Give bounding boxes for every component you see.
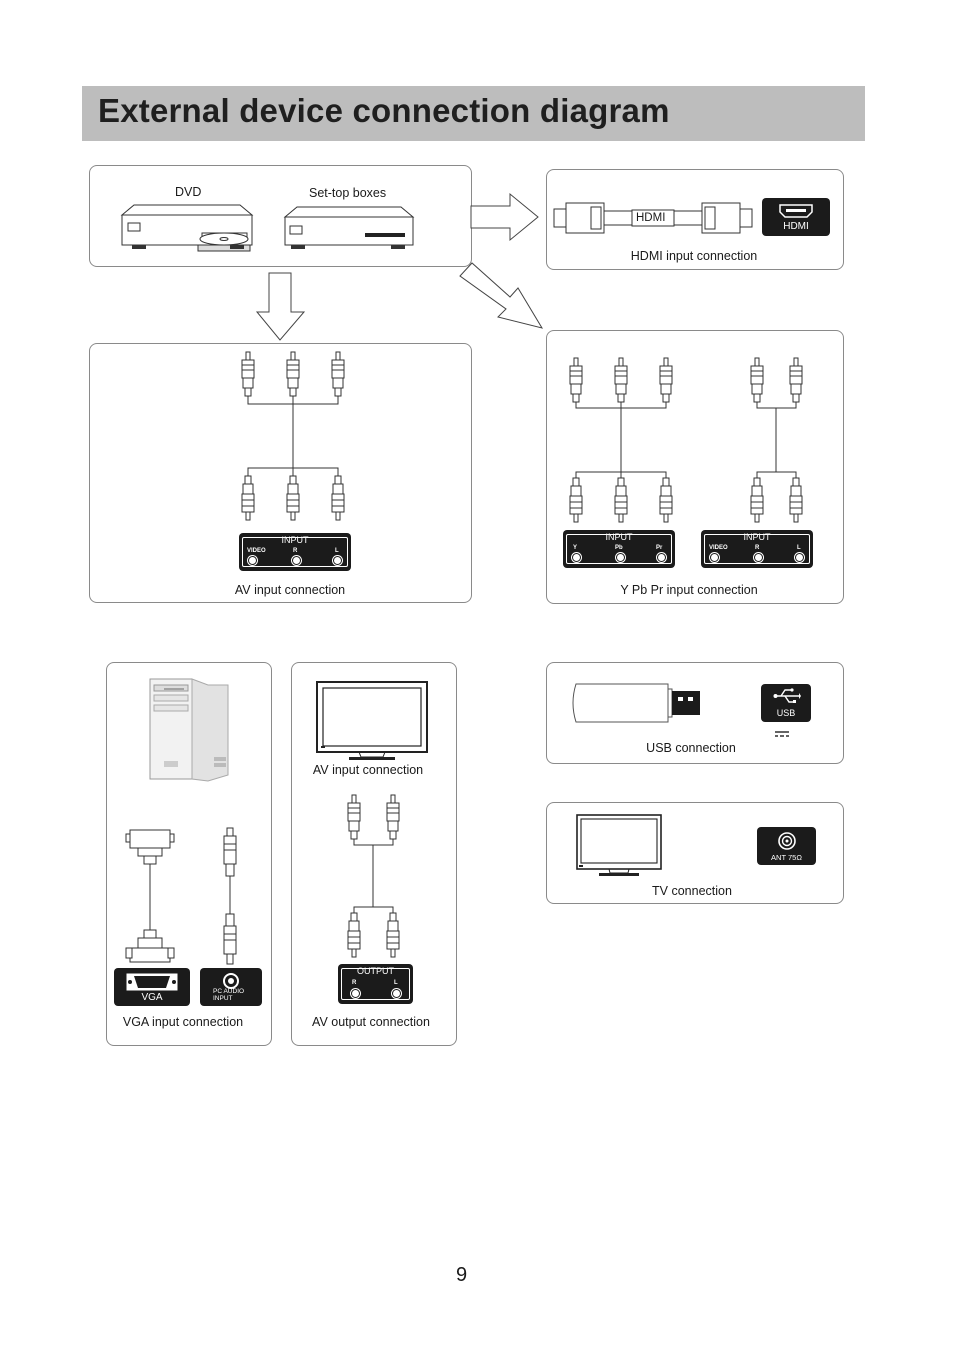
pc-audio-label-1: PC AUDIO — [213, 988, 245, 995]
av-input-jack-panel: INPUT VIDEO R L — [239, 533, 351, 571]
ypbpr-audio-cable-icon — [750, 357, 803, 523]
av-rca-cable-icon — [241, 351, 345, 521]
hdmi-cable-label: HDMI — [636, 212, 666, 224]
ypbpr-caption: Y Pb Pr input connection — [620, 583, 758, 597]
pc-tower-icon — [149, 678, 229, 782]
settop-label: Set-top boxes — [309, 186, 387, 200]
av-output-top-caption: AV input connection — [312, 763, 424, 777]
av-output-l-jack — [392, 989, 401, 998]
av-output-panel-title: OUTPUT — [357, 966, 394, 976]
arrow-down-icon — [255, 272, 306, 341]
av-output-jack-panel: OUTPUT R L — [338, 964, 413, 1004]
av-output-cable-icon — [347, 794, 400, 958]
page-title: External device connection diagram — [98, 92, 670, 129]
dc-symbol-icon — [775, 731, 789, 737]
ypbpr-pb-jack — [616, 553, 625, 562]
ypbpr-jack-pb: Pb — [615, 545, 623, 551]
dvd-player-icon — [120, 204, 254, 252]
av-input-jack-r: R — [293, 548, 298, 554]
pc-audio-port-badge: PC AUDIO INPUT — [200, 968, 262, 1006]
usb-port-label: USB — [776, 708, 796, 718]
ypbpr-audio-l-jack — [795, 553, 804, 562]
dvd-label: DVD — [175, 185, 202, 199]
av-input-r-jack — [292, 556, 301, 565]
hdmi-caption: HDMI input connection — [630, 249, 758, 263]
vga-port-icon — [126, 973, 178, 991]
arrow-diagonal-icon — [459, 262, 544, 329]
vga-port-badge: VGA — [114, 968, 190, 1006]
settop-box-icon — [283, 206, 415, 249]
antenna-jack-icon — [778, 832, 796, 850]
tv-icon — [576, 814, 662, 876]
usb-symbol-icon — [773, 688, 801, 703]
audio-jack-icon — [223, 973, 239, 989]
av-input-l-jack — [333, 556, 342, 565]
tv-monitor-icon — [316, 681, 428, 760]
hdmi-port-badge: HDMI — [762, 198, 830, 236]
av-output-jack-l: L — [394, 980, 398, 986]
ypbpr-cable-icon — [569, 357, 673, 523]
ypbpr-audio-panel-title: INPUT — [743, 532, 771, 542]
av-input-jack-l: L — [335, 548, 339, 554]
usb-stick-icon — [572, 683, 700, 723]
ypbpr-panel-title: INPUT — [605, 532, 633, 542]
tv-caption: TV connection — [652, 884, 732, 898]
hdmi-cable-icon — [553, 202, 753, 234]
ypbpr-audio-r-jack — [754, 553, 763, 562]
av-input-jack-video: VIDEO — [247, 548, 266, 554]
usb-caption: USB connection — [646, 741, 736, 755]
hdmi-port-icon — [779, 204, 813, 218]
page-number: 9 — [456, 1264, 468, 1286]
antenna-port-label: ANT 75Ω — [771, 853, 802, 862]
vga-port-label: VGA — [141, 992, 163, 1003]
ypbpr-y-jack — [572, 553, 581, 562]
vga-cable-icon — [125, 829, 175, 963]
av-input-caption: AV input connection — [234, 583, 346, 597]
av-output-jack-r: R — [352, 980, 357, 986]
ypbpr-audio-jack-r: R — [755, 545, 760, 551]
ypbpr-pr-jack — [657, 553, 666, 562]
av-input-panel-title: INPUT — [281, 535, 309, 545]
arrow-right-icon — [470, 192, 539, 242]
pc-audio-cable-icon — [223, 827, 237, 965]
ypbpr-jack-panel: INPUT Y Pb Pr — [563, 530, 675, 568]
usb-port-badge: USB — [761, 684, 811, 722]
vga-caption: VGA input connection — [122, 1015, 244, 1029]
antenna-port-badge: ANT 75Ω — [757, 827, 816, 865]
ypbpr-audio-video-jack — [710, 553, 719, 562]
av-input-video-jack — [248, 556, 257, 565]
av-output-caption: AV output connection — [312, 1015, 430, 1029]
ypbpr-audio-jack-video: VIDEO — [709, 545, 728, 551]
hdmi-port-label: HDMI — [783, 221, 809, 232]
ypbpr-jack-pr: Pr — [656, 545, 663, 551]
pc-audio-label-2: INPUT — [213, 995, 233, 1002]
title-bar: External device connection diagram — [82, 86, 865, 141]
ypbpr-audio-jack-panel: INPUT VIDEO R L — [701, 530, 813, 568]
ypbpr-audio-jack-l: L — [797, 545, 801, 551]
av-output-r-jack — [351, 989, 360, 998]
ypbpr-jack-y: Y — [573, 545, 578, 551]
